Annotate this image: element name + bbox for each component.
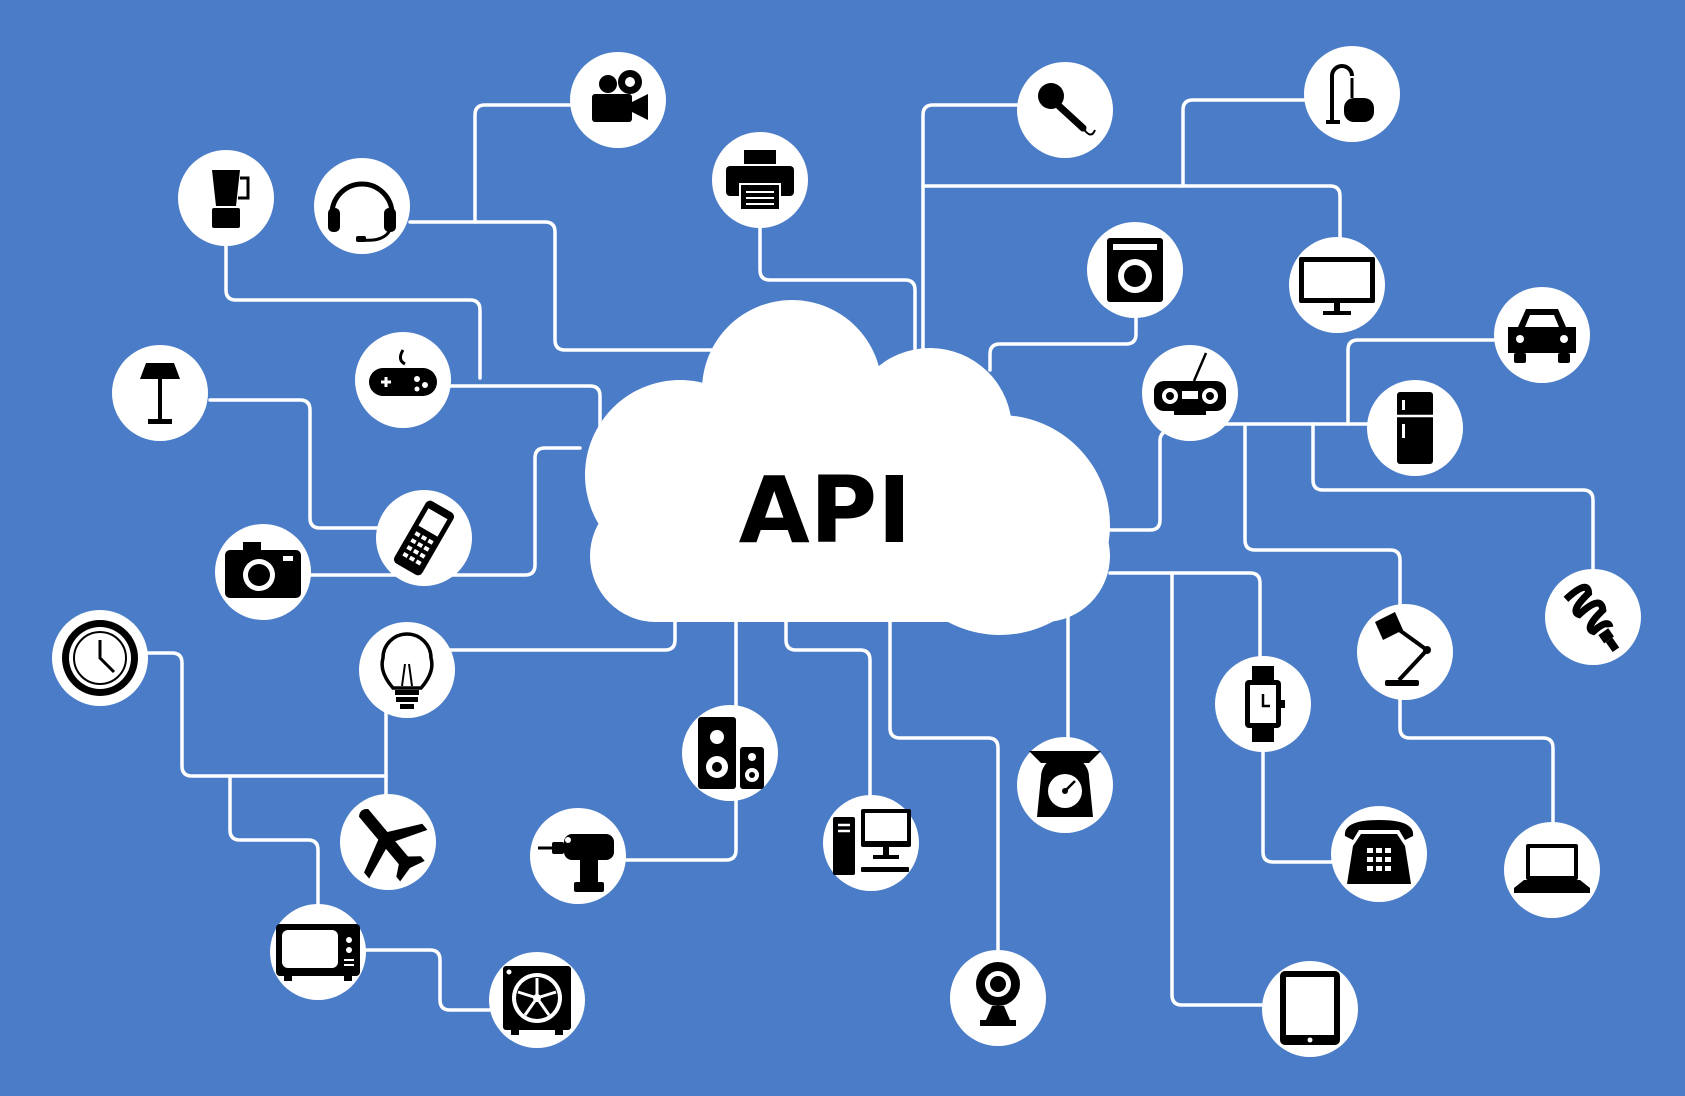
gamepad-icon <box>369 349 437 396</box>
car-icon <box>1508 309 1576 363</box>
vacuum-cleaner-icon <box>1326 64 1374 124</box>
wall-clock-icon <box>62 620 138 696</box>
printer-icon <box>726 150 794 211</box>
video-camera-icon <box>592 70 648 122</box>
tablet-icon <box>1280 971 1340 1045</box>
boombox-icon <box>1154 352 1226 415</box>
device-icons <box>62 64 1620 1045</box>
webcam-icon <box>976 962 1020 1026</box>
laptop-icon <box>1514 844 1590 893</box>
monitor-icon <box>1299 257 1375 315</box>
floor-lamp-icon <box>140 363 180 424</box>
light-bulb-node <box>359 622 455 718</box>
wristwatch-icon <box>1245 666 1285 742</box>
api-cloud-hub <box>585 300 1110 635</box>
api-label: API <box>739 457 912 564</box>
headset-icon <box>328 181 396 242</box>
hair-dryer-icon <box>1563 583 1620 653</box>
light-bulb-icon <box>380 632 434 709</box>
camera-icon <box>225 542 301 598</box>
microphone-icon <box>1038 83 1096 136</box>
telephone-icon <box>1344 820 1414 884</box>
mobile-phone-icon <box>393 500 455 576</box>
desktop-computer-icon <box>833 809 911 875</box>
television-icon <box>276 924 360 981</box>
fan-icon <box>503 966 571 1035</box>
kitchen-scale-icon <box>1029 751 1101 817</box>
washing-machine-icon <box>1107 238 1163 302</box>
drill-icon <box>538 834 614 892</box>
speakers-icon <box>698 717 764 789</box>
refrigerator-icon <box>1397 392 1433 464</box>
desk-lamp-icon <box>1375 612 1431 686</box>
blender-icon <box>212 170 250 228</box>
airplane-icon <box>358 808 428 882</box>
